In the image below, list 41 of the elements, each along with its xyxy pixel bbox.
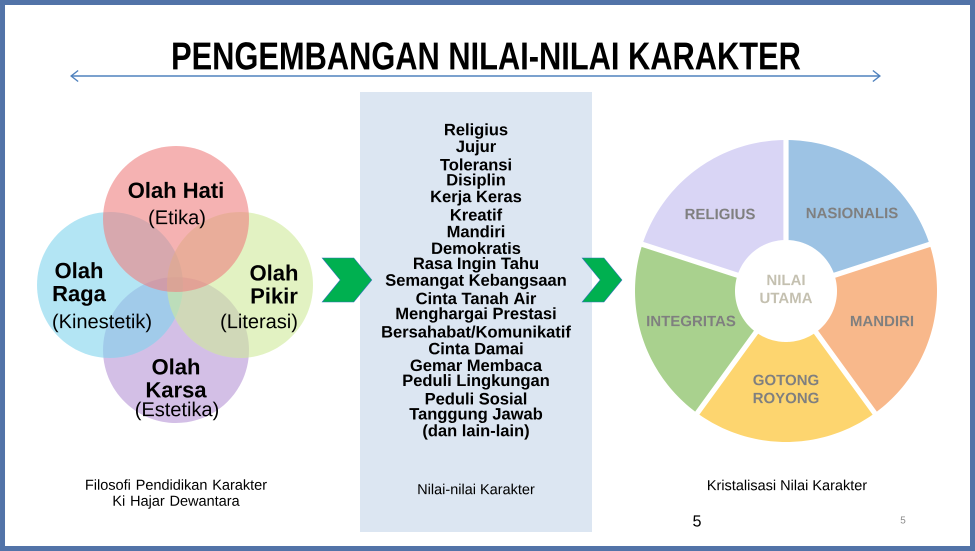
list-item: Cinta Tanah Air <box>416 292 536 304</box>
list-item: Jujur <box>456 140 496 156</box>
circle-title: Olah Pikir <box>250 264 298 304</box>
list-item: (dan lain-lain) <box>423 424 529 440</box>
list-item: Cinta Damai <box>429 342 522 354</box>
list-item: Gemar Membaca <box>410 359 542 372</box>
circle-title: Olah Karsa <box>146 358 207 398</box>
list-item: Kreatif <box>450 208 502 221</box>
segment-label: INTEGRITAS <box>647 316 736 326</box>
panel-caption: Nilai-nilai Karakter <box>418 484 535 494</box>
circle-subtitle: (Estetika) <box>136 402 218 420</box>
segment-label: GOTONG ROYONG <box>753 374 818 404</box>
page-number: 5 <box>900 516 906 524</box>
list-item: Semangat Kebangsaan <box>386 274 566 290</box>
circle-title: Olah Raga <box>54 262 106 306</box>
list-item: Toleransi <box>440 158 511 170</box>
list-item: Tanggung Jawab <box>409 408 542 423</box>
chevron-arrow <box>582 258 622 302</box>
list-item: Menghargai Prestasi <box>396 307 556 323</box>
page-number: 5 <box>693 515 701 527</box>
circle-subtitle: (Kinestetik) <box>53 314 151 332</box>
chevron-arrow <box>322 258 372 302</box>
list-item: Religius <box>445 123 508 139</box>
list-item: Kerja Keras <box>431 190 522 206</box>
circle-subtitle: (Etika) <box>149 210 205 228</box>
list-item: Disiplin <box>447 173 505 189</box>
segment-label: RELIGIUS <box>686 208 755 220</box>
list-item: Mandiri <box>448 225 504 238</box>
list-item: Peduli Lingkungan <box>403 374 549 390</box>
segment-label: MANDIRI <box>850 316 914 326</box>
caption: Filosofi Pendidikan Karakter Ki Hajar Dewantara <box>86 479 267 509</box>
list-item: Rasa Ingin Tahu <box>414 257 538 272</box>
list-item: Bersahabat/Komunikatif <box>382 326 571 338</box>
segment-label: NASIONALIS <box>806 208 898 218</box>
caption: Kristalisasi Nilai Karakter <box>708 480 867 490</box>
center-label: NILAI UTAMA <box>760 274 812 304</box>
list-item: Demokratis <box>432 242 520 254</box>
circle-title: Olah Hati <box>128 182 223 198</box>
circle-subtitle: (Literasi) <box>221 314 297 332</box>
list-item: Peduli Sosial <box>426 392 526 405</box>
title: PENGEMBANGAN NILAI-NILAI KARAKTER <box>173 42 800 70</box>
